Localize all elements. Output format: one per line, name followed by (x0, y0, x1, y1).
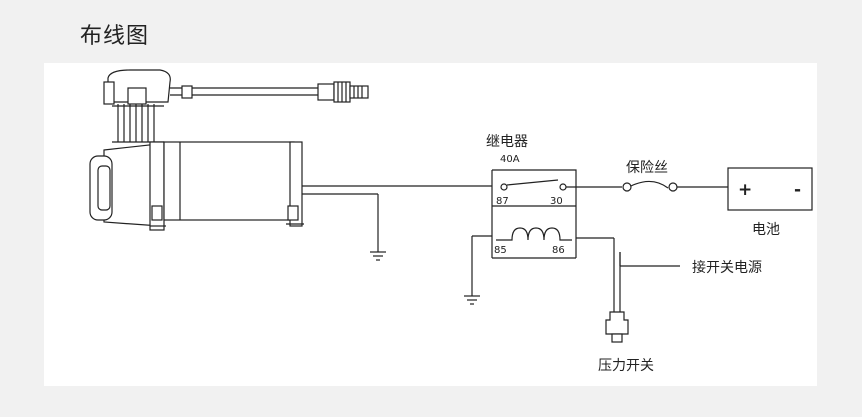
compressor (89, 69, 369, 231)
fuse-label: 保险丝 (626, 160, 668, 176)
relay-pin-85: 85 (494, 245, 507, 256)
diagram-panel (44, 63, 817, 386)
page-title: 布线图 (80, 24, 150, 49)
battery-label: 电池 (752, 222, 780, 238)
battery-negative: - (794, 180, 801, 200)
relay-label: 继电器 (486, 134, 528, 150)
relay-pin-30: 30 (550, 196, 563, 207)
battery-positive: + (738, 180, 752, 200)
pressure-switch-label: 压力开关 (598, 358, 654, 374)
power-label: 接开关电源 (692, 259, 762, 276)
wires (302, 167, 813, 343)
relay-rating: 40A (500, 154, 520, 165)
relay-pin-86: 86 (552, 245, 565, 256)
relay-pin-87: 87 (496, 196, 509, 207)
